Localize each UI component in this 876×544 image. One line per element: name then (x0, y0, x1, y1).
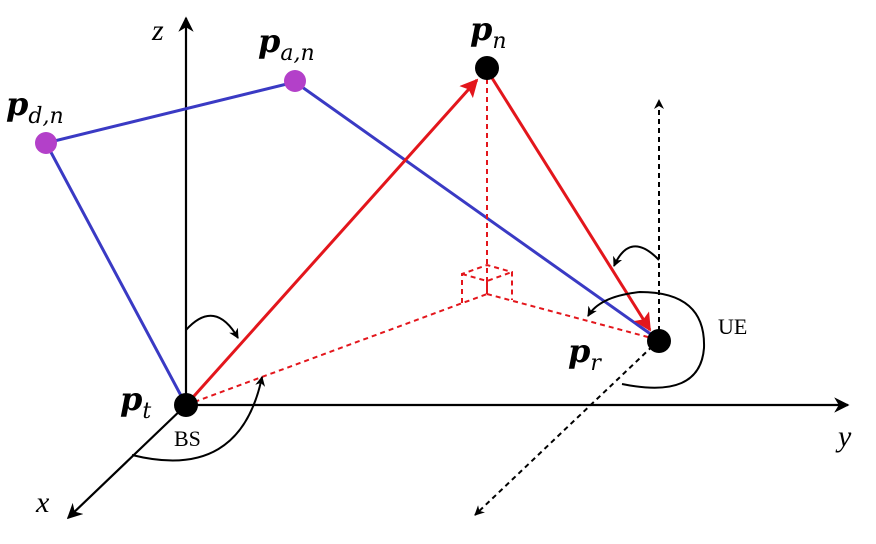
node-pdn (35, 132, 57, 154)
label-pt: pt (120, 380, 151, 424)
node-pn (475, 56, 499, 80)
bs-azimuth-arc (131, 376, 266, 462)
projection-pt-base (185, 293, 488, 406)
label-pr: pr (568, 332, 602, 376)
vector-pt-to-pn (184, 78, 479, 407)
ue-elevation-arc (613, 245, 660, 267)
blue-reflection-path (43, 80, 660, 406)
projection-base-pr (486, 293, 660, 341)
bs-elevation-arc (185, 314, 239, 339)
ue-diagonal-axis (474, 339, 660, 516)
x-axis (66, 404, 187, 520)
vector-pn-to-pr (485, 69, 652, 332)
label-ue: UE (718, 314, 747, 339)
node-pt (174, 393, 198, 417)
node-pan (284, 70, 306, 92)
x-axis-label: x (35, 486, 50, 519)
axes (66, 16, 850, 520)
label-pdn: pd,n (6, 85, 64, 129)
label-pn: pn (470, 10, 507, 54)
ue-local-axes (474, 99, 664, 516)
ue-azimuth-arc (587, 290, 706, 389)
right-angle-marker (461, 263, 513, 303)
label-bs: BS (174, 426, 201, 451)
red-projection-lines (185, 70, 660, 406)
label-pan: pa,n (258, 22, 315, 66)
angle-arcs (131, 245, 706, 462)
y-axis-label: y (835, 420, 852, 453)
z-axis-label: z (151, 14, 164, 47)
node-pr (647, 329, 671, 353)
